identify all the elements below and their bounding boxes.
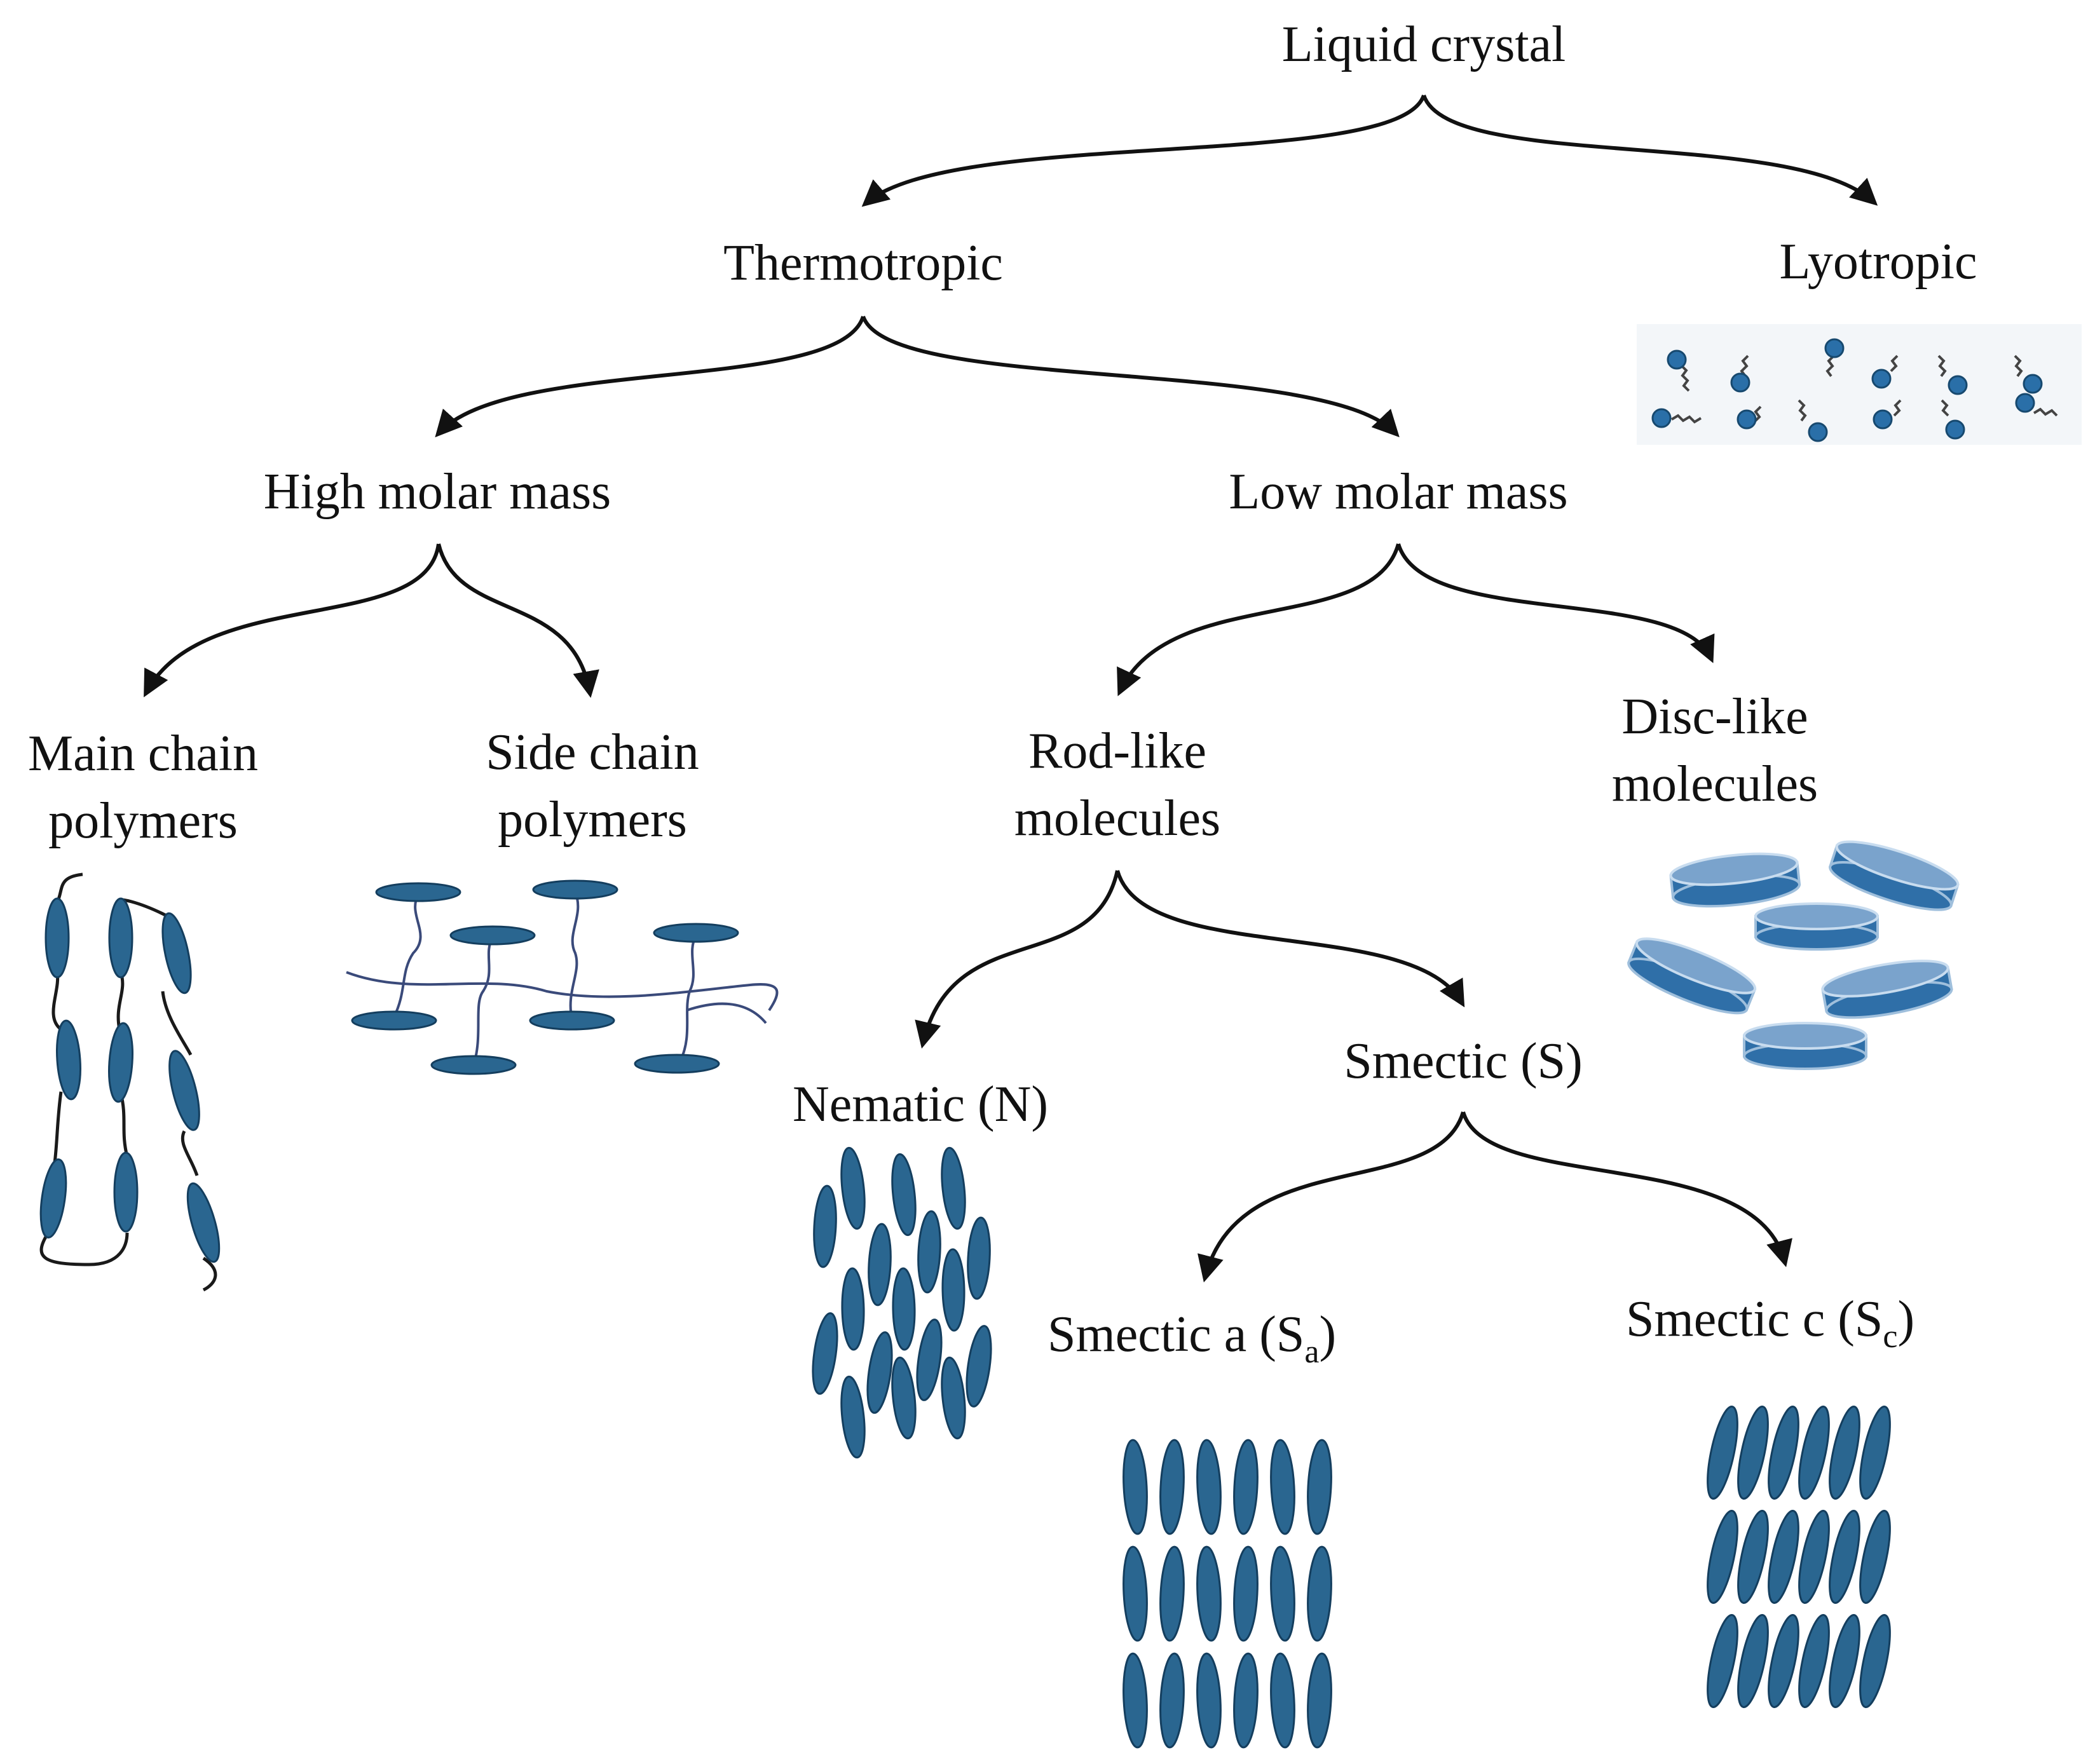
arrow-to-low-molar-mass	[861, 315, 1400, 438]
smectic-c-molecule	[1737, 1510, 1769, 1604]
node-thermotropic: Thermotropic	[723, 235, 1003, 291]
nematic-molecule	[966, 1325, 992, 1408]
node-rod-like-line1: Rod-like	[1028, 723, 1206, 779]
node-low-molar-mass: Low molar mass	[1229, 464, 1567, 520]
nematic-molecule	[813, 1184, 837, 1268]
smectic-a-molecule	[1233, 1439, 1259, 1535]
arrow-to-nematic	[915, 870, 1119, 1049]
smectic-a-molecule	[1233, 1652, 1259, 1749]
smectic-a-molecule	[1307, 1545, 1332, 1642]
smectic-c-molecule	[1829, 1510, 1860, 1604]
branch-arrows	[144, 94, 1878, 1283]
arrow-to-lyotropic	[1422, 95, 1878, 206]
node-main-chain-line2: polymers	[48, 793, 238, 849]
nematic-molecule	[840, 1375, 866, 1459]
smectic-a-arrangement-icon	[1122, 1439, 1332, 1749]
nematic-arrangement-icon	[812, 1146, 992, 1459]
node-rod-like-line2: molecules	[1014, 790, 1220, 846]
smectic-c-molecule	[1737, 1614, 1769, 1708]
nematic-molecule	[866, 1331, 893, 1414]
nematic-molecule	[941, 1146, 966, 1230]
node-high-molar-mass: High molar mass	[264, 464, 611, 520]
node-smectic: Smectic (S)	[1344, 1033, 1582, 1089]
smectic-a-molecule	[1307, 1652, 1332, 1749]
nematic-molecule	[891, 1153, 917, 1237]
arrow-to-smectic-a	[1198, 1111, 1465, 1283]
disc-molecules-icon	[1627, 840, 1960, 1070]
smectic-a-molecule	[1159, 1439, 1185, 1535]
smectic-a-molecule	[1159, 1545, 1185, 1642]
nematic-molecule	[868, 1223, 892, 1306]
smectic-c-molecule	[1798, 1614, 1830, 1708]
smectic-c-molecule	[1829, 1614, 1860, 1708]
arrow-to-rod-like	[1117, 543, 1400, 696]
smectic-a-molecule	[1270, 1439, 1295, 1535]
smectic-c-molecule	[1707, 1406, 1738, 1500]
arrow-to-main-chain	[144, 543, 440, 698]
node-nematic: Nematic (N)	[793, 1076, 1048, 1132]
smectic-c-molecule	[1859, 1614, 1891, 1708]
smectic-a-molecule	[1270, 1652, 1295, 1749]
smectic-c-molecule	[1737, 1406, 1769, 1500]
nematic-molecule	[892, 1267, 916, 1351]
nematic-molecule	[941, 1248, 966, 1332]
arrow-to-smectic-c	[1461, 1111, 1792, 1268]
smectic-a-molecule	[1122, 1545, 1148, 1642]
smectic-a-molecule	[1270, 1545, 1295, 1642]
nematic-molecule	[840, 1146, 866, 1230]
smectic-a-molecule	[1196, 1652, 1222, 1749]
smectic-c-molecule	[1859, 1406, 1891, 1500]
node-disc-like-line1: Disc-like	[1621, 689, 1808, 745]
arrow-to-high-molar-mass	[435, 316, 865, 438]
nematic-molecule	[812, 1312, 838, 1395]
smectic-c-molecule	[1798, 1510, 1830, 1604]
node-side-chain-line2: polymers	[498, 792, 687, 848]
smectic-a-molecule	[1159, 1652, 1185, 1749]
smectic-c-molecule	[1707, 1614, 1738, 1708]
node-lyotropic: Lyotropic	[1779, 234, 1977, 290]
arrow-to-smectic	[1116, 870, 1465, 1008]
side-chain-polymer-icon	[346, 879, 779, 1075]
smectic-a-molecule	[1122, 1439, 1148, 1535]
smectic-c-molecule	[1829, 1406, 1860, 1500]
smectic-c-molecule	[1707, 1510, 1738, 1604]
smectic-c-molecule	[1859, 1510, 1891, 1604]
nematic-molecule	[967, 1216, 991, 1300]
arrow-to-disc-like	[1396, 543, 1715, 663]
smectic-c-molecule	[1768, 1614, 1799, 1708]
smectic-c-molecule	[1798, 1406, 1830, 1500]
smectic-a-molecule	[1196, 1545, 1222, 1642]
smectic-c-molecule	[1768, 1406, 1799, 1500]
nematic-molecule	[917, 1210, 941, 1294]
node-smectic-a: Smectic a (Sa)	[1047, 1306, 1336, 1370]
nematic-molecule	[841, 1267, 865, 1351]
node-liquid-crystal: Liquid crystal	[1282, 17, 1566, 72]
arrow-to-thermotropic	[861, 94, 1426, 207]
nematic-molecule	[941, 1356, 966, 1440]
smectic-a-molecule	[1196, 1439, 1222, 1535]
node-disc-like-line2: molecules	[1612, 756, 1818, 812]
smectic-a-molecule	[1122, 1652, 1148, 1749]
main-chain-polymer-icon	[39, 872, 221, 1292]
node-smectic-c: Smectic c (Sc)	[1626, 1291, 1914, 1355]
nematic-molecule	[891, 1356, 917, 1440]
node-side-chain-line1: Side chain	[486, 724, 699, 780]
smectic-c-arrangement-icon	[1707, 1406, 1891, 1708]
node-main-chain-line1: Main chain	[28, 726, 258, 782]
nematic-molecule	[916, 1319, 943, 1401]
smectic-a-molecule	[1307, 1439, 1332, 1535]
smectic-a-molecule	[1233, 1545, 1259, 1642]
lyotropic-amphiphile-icon	[1637, 324, 2082, 445]
smectic-c-molecule	[1768, 1510, 1799, 1604]
arrow-to-side-chain	[437, 543, 599, 698]
